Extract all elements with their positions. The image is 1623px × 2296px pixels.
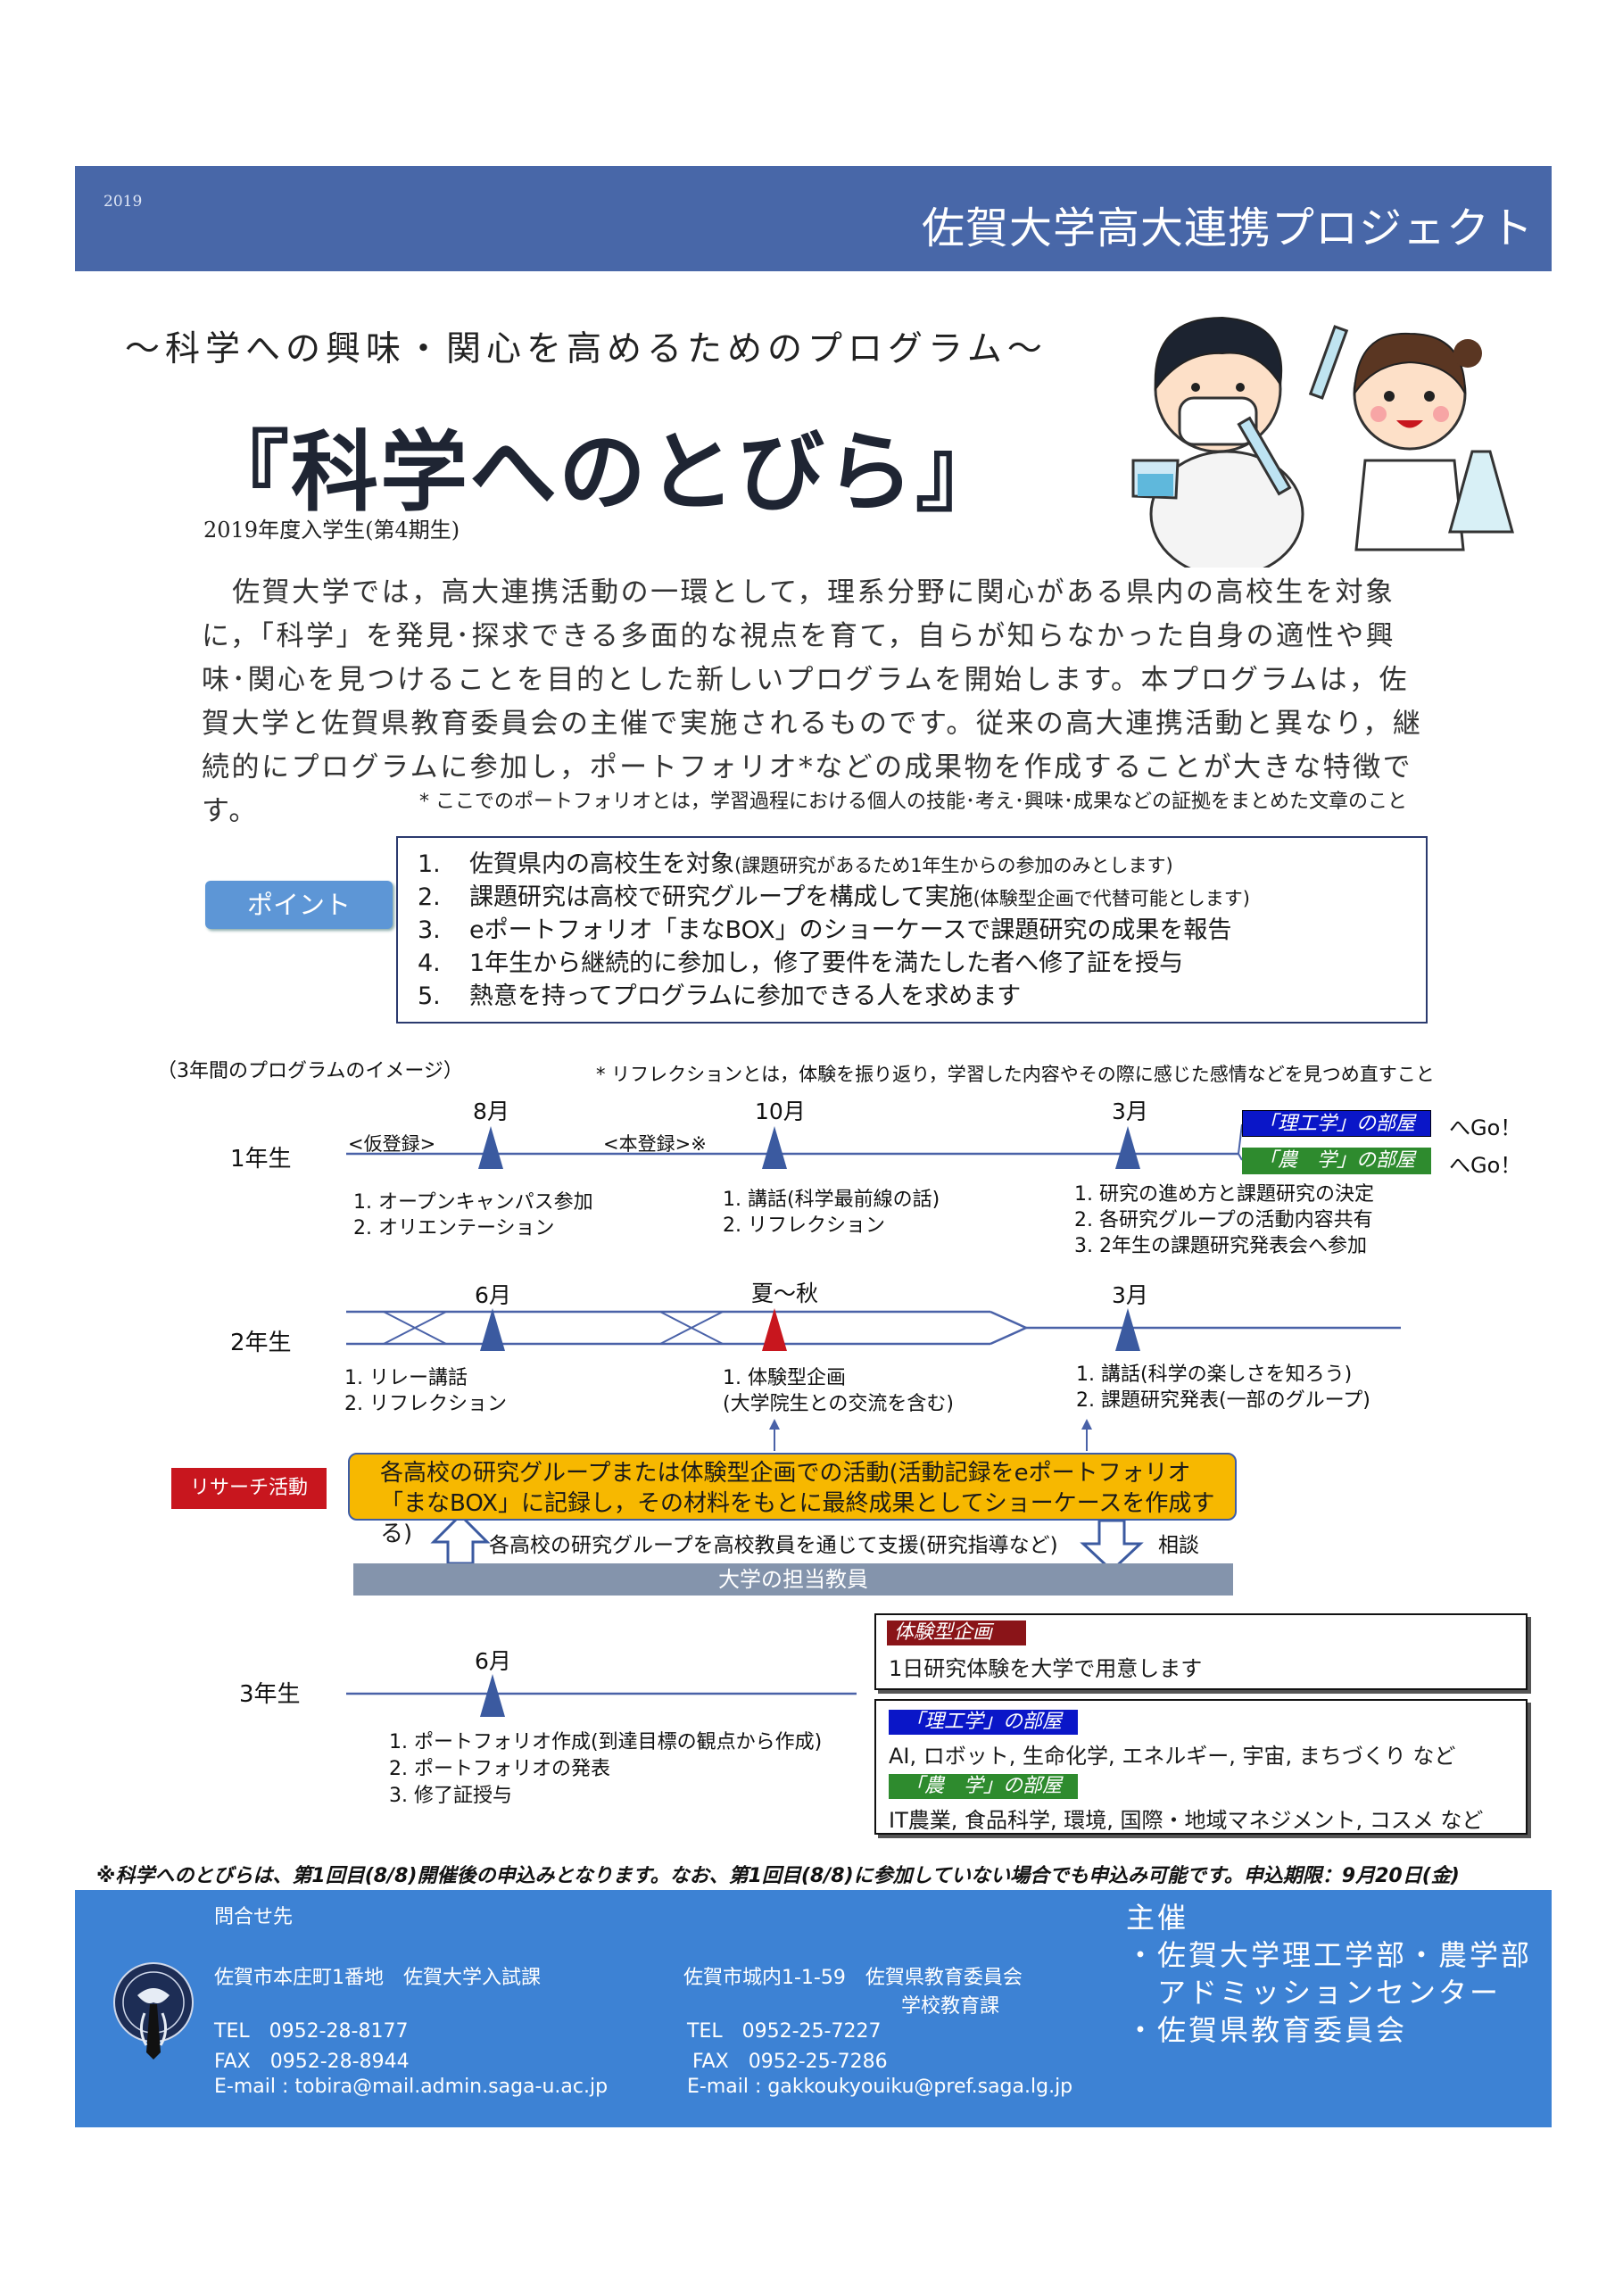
university-address: 佐賀市本庄町1番地 佐賀大学入試課 bbox=[214, 1967, 541, 1989]
milestone-aug-marker bbox=[478, 1126, 503, 1169]
reflection-note: * リフレクションとは，体験を振り返り，学習した内容やその際に感じた感情などを見… bbox=[596, 1064, 1435, 1085]
point-item: 2.課題研究は高校で研究グループを構成して実施(体験型企画で代替可能とします) bbox=[418, 883, 1250, 911]
milestone-jun3-marker bbox=[480, 1674, 505, 1717]
milestone-summer-marker bbox=[762, 1308, 787, 1351]
header-banner: 2019 佐賀大学高大連携プロジェクト bbox=[75, 166, 1552, 271]
research-activity-box: 各高校の研究グループまたは体験型企画での活動(活動記録をeポートフォリオ 「まな… bbox=[348, 1453, 1237, 1547]
room-science-engineering-topics: AI, ロボット, 生命化学, エネルギー, 宇宙, まちづくり など bbox=[889, 1744, 1456, 1769]
go-label: へGo！ bbox=[1449, 1153, 1522, 1178]
saga-university-emblem-icon bbox=[113, 1962, 194, 2060]
year3-label: 3年生 bbox=[239, 1681, 301, 1708]
prefecture-tel: TEL 0952-25-7227 bbox=[687, 2020, 882, 2043]
point-item: 4.1年生から継続的に参加し，修了要件を満たした者へ修了証を授与 bbox=[418, 949, 1184, 977]
year1-label: 1年生 bbox=[230, 1146, 292, 1173]
room-science-engineering-badge: 「理工学」の部屋 bbox=[1242, 1110, 1431, 1137]
timeline-diagram bbox=[346, 1123, 1401, 1717]
room-science-engineering-tag: 「理工学」の部屋 bbox=[889, 1710, 1078, 1735]
cohort-label: 2019年度入学生(第4期生) bbox=[203, 518, 460, 543]
milestone-oct-marker bbox=[762, 1126, 787, 1169]
pre-registration-label: <仮登録> bbox=[348, 1133, 436, 1155]
point-item: 1.佐賀県内の高校生を対象(課題研究があるため1年生からの参加のみとします) bbox=[418, 850, 1173, 878]
contact-label: 問合せ先 bbox=[214, 1906, 294, 1928]
university-tel: TEL 0952-28-8177 bbox=[214, 2020, 409, 2043]
program-subtitle: ～科学への興味・関心を高めるためのプログラム～ bbox=[125, 329, 1047, 369]
milestone-mar2-marker bbox=[1115, 1308, 1140, 1351]
room-agriculture-topics: IT農業, 食品科学, 環境, 国際・地域マネジメント, コスメ など bbox=[889, 1808, 1484, 1833]
point-list: 1.佐賀県内の高校生を対象(課題研究があるため1年生からの参加のみとします) 2… bbox=[396, 836, 1428, 1024]
faculty-bar: 大学の担当教員 bbox=[353, 1563, 1233, 1596]
application-deadline-note: ※科学へのとびらは、第1回目(8/8)開催後の申込みとなります。なお、第1回目(… bbox=[96, 1865, 1460, 1887]
milestone-jun2-marker bbox=[480, 1308, 505, 1351]
prefecture-department: 学校教育課 bbox=[901, 1995, 1000, 2018]
year2-summer-activities: 1. 体験型企画(大学院生との交流を含む) bbox=[723, 1367, 954, 1415]
year2-month-jun: 6月 bbox=[475, 1282, 511, 1308]
support-text: 各高校の研究グループを高校教員を通じて支援(研究指導など) bbox=[489, 1534, 1058, 1557]
organizer-block: 主催 ・佐賀大学理工学部・農学部 アドミッションセンター ・佐賀県教育委員会 bbox=[1126, 1901, 1533, 2047]
research-activity-label: リサーチ活動 bbox=[171, 1468, 327, 1509]
year2-month-mar: 3月 bbox=[1112, 1282, 1148, 1308]
year1-month-oct: 10月 bbox=[755, 1098, 806, 1124]
intro-paragraph: 佐賀大学では，高大連携活動の一環として，理系分野に関心がある県内の高校生を対象に… bbox=[202, 576, 1423, 827]
experience-program-box: 体験型企画 1日研究体験を大学で用意します bbox=[874, 1613, 1528, 1690]
room-agriculture-badge: 「農 学」の部屋 bbox=[1242, 1148, 1431, 1174]
prefecture-fax: FAX 0952-25-7286 bbox=[692, 2051, 888, 2073]
contact-footer: 問合せ先 佐賀市本庄町1番地 佐賀大学入試課 TEL 0952-28-8177 … bbox=[75, 1890, 1552, 2127]
main-registration-label: <本登録>※ bbox=[603, 1133, 707, 1155]
point-item: 3.eポートフォリオ「まなBOX」のショーケースで課題研究の成果を報告 bbox=[418, 916, 1232, 944]
point-item: 5.熱意を持ってプログラムに参加できる人を求めます bbox=[418, 982, 1022, 1010]
milestone-mar1-marker bbox=[1115, 1126, 1140, 1169]
point-label: ポイント bbox=[205, 881, 393, 929]
consult-text: 相談 bbox=[1158, 1534, 1199, 1557]
experience-program-text: 1日研究体験を大学で用意します bbox=[889, 1656, 1203, 1681]
header-title: 佐賀大学高大連携プロジェクト bbox=[921, 203, 1534, 253]
support-up-arrow bbox=[430, 1513, 491, 1565]
year2-month-summer: 夏～秋 bbox=[751, 1281, 819, 1306]
girl-scientist-icon bbox=[1308, 325, 1514, 551]
scientists-illustration bbox=[1131, 316, 1514, 568]
year3-month-jun: 6月 bbox=[475, 1648, 511, 1674]
consult-down-arrow bbox=[1080, 1519, 1144, 1573]
portfolio-footnote: * ここでのポートフォリオとは，学習過程における個人の技能･考え･興味･成果など… bbox=[419, 791, 1407, 813]
year1-month-aug: 8月 bbox=[473, 1098, 509, 1124]
year2-label: 2年生 bbox=[230, 1330, 292, 1356]
room-agriculture-tag: 「農 学」の部屋 bbox=[889, 1774, 1078, 1799]
year2-mar-activities: 1. 講話(科学の楽しさを知ろう)2. 課題研究発表(一部のグループ) bbox=[1076, 1364, 1370, 1412]
timeline-caption: （3年間のプログラムのイメージ） bbox=[157, 1060, 463, 1082]
prefecture-email: E-mail : gakkoukyouiku@pref.saga.lg.jp bbox=[687, 2076, 1073, 2098]
go-label: へGo！ bbox=[1449, 1115, 1522, 1140]
experience-program-tag: 体験型企画 bbox=[887, 1620, 1026, 1645]
prefecture-address: 佐賀市城内1-1-59 佐賀県教育委員会 bbox=[683, 1967, 1023, 1989]
header-year: 2019 bbox=[104, 193, 143, 211]
year1-oct-activities: 1. 講話(科学最前線の話)2. リフレクション bbox=[723, 1189, 940, 1237]
university-fax: FAX 0952-28-8944 bbox=[214, 2051, 410, 2073]
main-title: 『科学へのとびら』 bbox=[202, 421, 1006, 524]
boy-scientist-icon bbox=[1131, 316, 1304, 568]
university-email: E-mail : tobira@mail.admin.saga-u.ac.jp bbox=[214, 2076, 609, 2098]
rooms-box: 「理工学」の部屋 AI, ロボット, 生命化学, エネルギー, 宇宙, まちづく… bbox=[874, 1699, 1528, 1835]
year1-month-mar: 3月 bbox=[1112, 1098, 1148, 1124]
